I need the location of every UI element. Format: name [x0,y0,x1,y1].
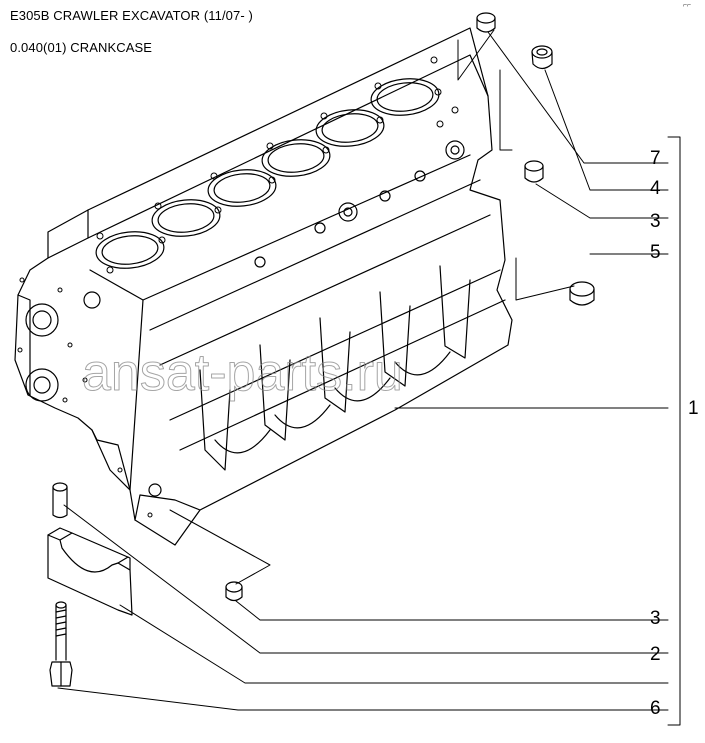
cylinder-bores [95,78,440,269]
head-bolt-holes [96,56,459,274]
callout-5: 5 [650,242,661,263]
bearing-cap-part [47,527,133,616]
crankcase-block [14,27,513,546]
callout-4: 4 [650,178,661,199]
leader-lines [57,29,681,726]
corner-mark: ⌐⌐ [682,2,691,9]
dowel-sleeve-part-2 [52,482,68,519]
watermark-text: ansat-parts.ru [82,344,403,402]
plug-part-5 [569,281,595,306]
callout-3-upper: 3 [650,211,661,232]
callout-7: 7 [650,148,661,169]
plug-part-3-lower [225,581,243,602]
callout-3-lower: 3 [650,608,661,629]
callout-1: 1 [688,398,699,419]
plug-part-7 [476,12,496,33]
callout-2: 2 [650,644,661,665]
plug-part-4 [531,45,553,70]
diagram-title: E305B CRAWLER EXCAVATOR (11/07- ) [10,8,253,23]
plug-part-3-upper [524,160,544,183]
callout-6: 6 [650,698,661,719]
section-title: 0.040(01) CRANKCASE [10,40,153,55]
bolt-part-6 [49,601,73,687]
main-bearing-webs [199,265,471,471]
